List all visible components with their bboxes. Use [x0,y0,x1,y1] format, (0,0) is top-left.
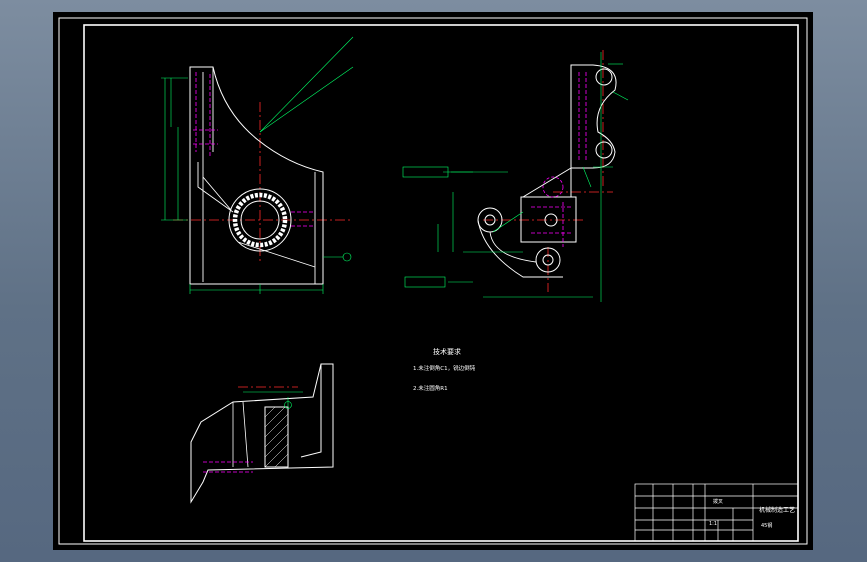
tech-req-heading: 技术要求 [433,347,461,356]
bore-outer [228,188,292,252]
front-view [161,36,354,294]
side-boss-block [520,196,577,243]
drawing-sheet: 技术要求 1.未注倒角C1，锐边倒钝 2.未注圆角R1 机械制造工艺 拨叉 1:… [53,12,813,550]
bore-ring [232,192,288,248]
hatching [264,406,289,468]
title-drawing-name: 机械制造工艺 [759,506,795,514]
bore-inner [240,200,280,240]
title-material: 45钢 [761,522,772,529]
side-dimensions [402,52,629,302]
tech-req-item-1: 1.未注倒角C1，锐边倒钝 [413,364,476,372]
technical-requirements: 技术要求 1.未注倒角C1，锐边倒钝 2.未注圆角R1 [413,347,476,392]
tech-req-item-2: 2.未注圆角R1 [413,384,448,392]
top-view [190,363,334,504]
outer-frame [58,17,808,545]
side-arm-outline [570,64,617,169]
front-dimensions [161,36,354,294]
inner-frame [83,24,799,542]
hidden-lines [193,72,315,227]
title-part-name: 拨叉 [713,498,723,505]
front-web [197,67,234,282]
hatched-section [264,406,289,468]
title-block [634,483,799,542]
top-outline [190,363,334,504]
side-view [402,50,629,302]
front-outline [189,66,324,285]
title-scale: 1:1 [709,521,717,527]
cad-drawing-canvas[interactable]: 技术要求 1.未注倒角C1，锐边倒钝 2.未注圆角R1 机械制造工艺 拨叉 1:… [53,12,813,550]
